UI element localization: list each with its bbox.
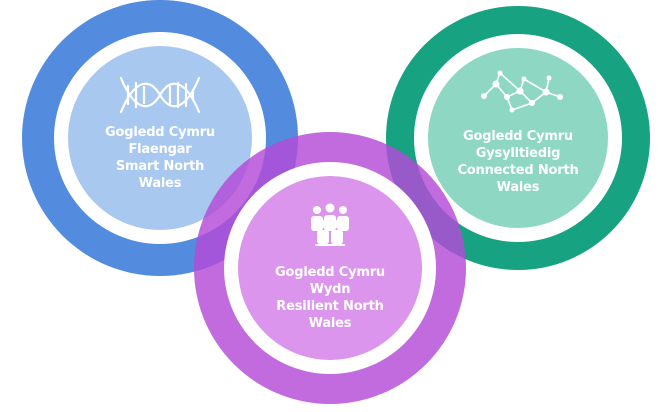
connected-line-1: Gogledd Cymru [463,129,573,144]
resilient-line-1: Gogledd Cymru [275,265,385,280]
resilient-line-2: Wydn [309,282,351,297]
smart-line-2: Flaengar [128,142,192,157]
smart-line-3: Smart North [115,159,205,174]
connected-inner-disc [428,48,608,228]
connected-line-2: Gysylltiedig [475,146,561,161]
dna-icon [119,76,201,114]
resilient-inner-disc [238,176,422,360]
smart-line-1: Gogledd Cymru [105,125,215,140]
resilient-line-4: Wales [308,316,352,331]
people-group-icon [311,203,349,246]
network-icon [481,70,563,113]
resilient-line-3: Resilient North [276,299,384,314]
smart-inner-disc [68,46,252,230]
connected-line-3: Connected North [457,163,579,178]
connected-label: Gogledd Cymru Gysylltiedig Connected Nor… [450,128,586,196]
smart-line-4: Wales [138,176,182,191]
connected-line-4: Wales [496,180,540,195]
smart-label: Gogledd Cymru Flaengar Smart North Wales [100,124,220,192]
resilient-label: Gogledd Cymru Wydn Resilient North Wales [266,264,394,332]
